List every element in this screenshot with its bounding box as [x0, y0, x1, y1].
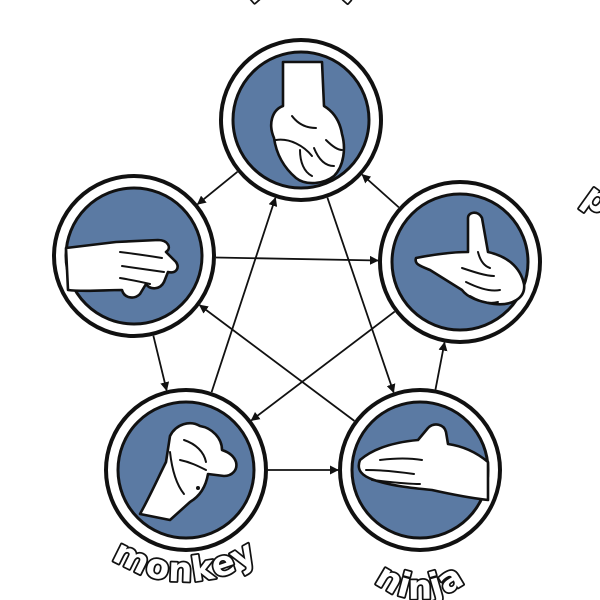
edge-zombie-to-monkey	[152, 335, 170, 392]
node-monkey: monkey	[104, 388, 268, 593]
fist-icon	[270, 60, 346, 185]
node-pirate: pirate	[378, 174, 600, 344]
node-ninja: ninja	[338, 388, 502, 600]
edge-robot-to-ninja	[326, 197, 396, 394]
node-robot-label: robot	[232, 0, 370, 12]
pinch-hand-icon	[138, 422, 238, 522]
edge-ninja-to-zombie	[198, 304, 355, 422]
node-robot: robot	[219, 0, 383, 202]
edge-robot-to-zombie	[196, 171, 238, 205]
finger-gun-icon	[414, 211, 526, 306]
node-zombie: zombie	[52, 174, 216, 338]
node-pirate-label: pirate	[576, 176, 600, 319]
edges-layer	[152, 171, 448, 475]
edge-ninja-to-pirate	[434, 341, 448, 390]
edge-zombie-to-pirate	[215, 255, 379, 265]
edge-pirate-to-robot	[361, 173, 400, 209]
reaching-hand-icon	[64, 238, 179, 299]
flat-hand-icon	[357, 423, 490, 502]
node-ninja-label: ninja	[369, 556, 471, 600]
edge-monkey-to-robot	[210, 197, 278, 393]
edge-pirate-to-monkey	[250, 310, 396, 422]
